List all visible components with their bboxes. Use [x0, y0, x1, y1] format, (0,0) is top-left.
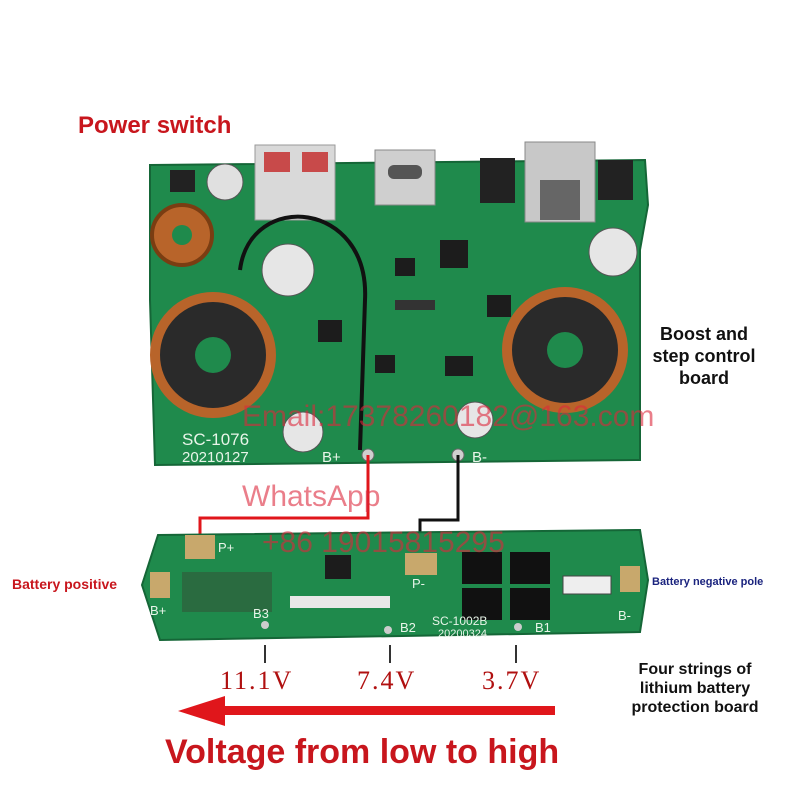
- top-board-b-plus: B+: [322, 449, 341, 466]
- bottom-board-p-plus: P+: [218, 540, 234, 555]
- boost-label-line3: board: [678, 368, 729, 388]
- watermark-email: Email:17378260182@163.com: [242, 400, 655, 433]
- boost-board-label: Boost and step control board: [640, 323, 768, 389]
- boost-label-line2: step control: [652, 346, 756, 366]
- capacitor: [588, 227, 638, 277]
- bottom-board-model: SC-1002B: [432, 614, 487, 628]
- capacitor: [456, 401, 494, 439]
- battery-positive-label: Battery positive: [12, 576, 118, 592]
- bottom-board-b-plus: B+: [150, 603, 166, 618]
- battery-negative-label: Battery negative pole: [652, 576, 764, 588]
- voltage-11v: 11.1V: [220, 666, 294, 695]
- protection-label-line2: lithium battery: [639, 680, 751, 697]
- voltage-caption: Voltage from low to high: [165, 733, 560, 771]
- watermark-phone: +86 19015815295: [262, 526, 505, 559]
- watermark-whatsapp: WhatsApp: [242, 480, 381, 513]
- top-board-date: 20210127: [182, 449, 249, 466]
- capacitor: [206, 163, 244, 201]
- top-board-model: SC-1076: [182, 430, 249, 449]
- bottom-board-b3: B3: [253, 606, 269, 621]
- bottom-board-b-minus: B-: [618, 608, 631, 623]
- bottom-board-p-minus: P-: [412, 576, 425, 591]
- voltage-7v: 7.4V: [357, 666, 417, 695]
- voltage-3v: 3.7V: [482, 666, 542, 695]
- top-board-b-minus: B-: [472, 449, 487, 466]
- capacitor: [282, 411, 324, 453]
- power-switch-label: Power switch: [78, 112, 232, 139]
- protection-label-line1: Four strings of: [638, 661, 752, 678]
- protection-label-line3: protection board: [631, 699, 759, 716]
- bottom-board-b2: B2: [400, 620, 416, 635]
- bottom-board-date: 20200324: [438, 628, 487, 640]
- boost-label-line1: Boost and: [660, 324, 748, 344]
- capacitor: [261, 243, 315, 297]
- bottom-board-b1: B1: [535, 620, 551, 635]
- protection-board-label: Four strings of lithium battery protecti…: [610, 660, 780, 717]
- direction-arrow: [178, 696, 555, 726]
